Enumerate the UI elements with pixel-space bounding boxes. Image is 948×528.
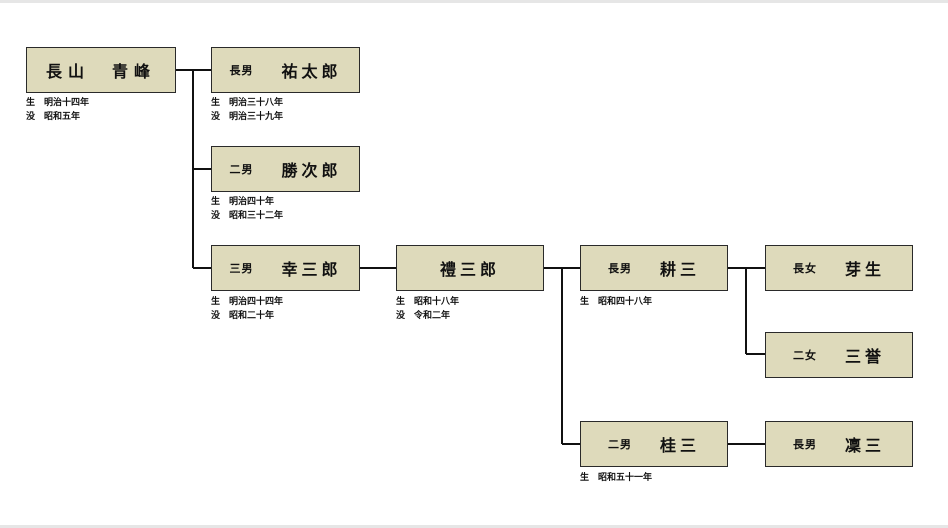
person-box: 二男 桂三 — [580, 421, 728, 467]
person-dates: 生昭和十八年 没令和二年 — [396, 297, 460, 321]
person-name: 耕三 — [659, 260, 700, 279]
relation-label: 長男 — [607, 262, 632, 275]
person-box: 長男 耕三 — [580, 245, 728, 291]
top-border — [0, 0, 948, 3]
relation-label: 長男 — [792, 438, 817, 451]
person-name: 勝次郎 — [281, 161, 342, 180]
person-dates: 生明治三十八年 没明治三十九年 — [211, 98, 284, 122]
person-dates: 生昭和五十一年 — [580, 473, 653, 483]
person-dates: 生明治十四年 没昭和五年 — [26, 98, 90, 122]
person-name: 幸三郎 — [281, 260, 342, 279]
person-dates: 生明治四十四年 没昭和二十年 — [211, 297, 284, 321]
relation-label: 長女 — [792, 262, 817, 275]
person-box: 禮三郎 — [396, 245, 544, 291]
person-name: 禮三郎 — [439, 260, 500, 279]
relation-label: 二女 — [792, 349, 817, 362]
person-name: 芽生 — [844, 260, 885, 279]
person-box: 長男 凜三 — [765, 421, 913, 467]
person-box: 長女 芽生 — [765, 245, 913, 291]
person-box: 三男 幸三郎 — [211, 245, 360, 291]
person-name: 桂三 — [659, 436, 700, 455]
person-dates: 生昭和四十八年 — [580, 297, 653, 307]
person-box: 長男 祐太郎 — [211, 47, 360, 93]
person-name: 三誉 — [844, 347, 885, 366]
person-name: 凜三 — [844, 436, 885, 455]
person-name: 長山 青峰 — [45, 62, 156, 81]
bottom-border — [0, 525, 948, 528]
relation-label: 二男 — [229, 163, 254, 176]
relation-label: 三男 — [229, 262, 254, 275]
relation-label: 二男 — [607, 438, 632, 451]
person-name: 祐太郎 — [281, 62, 342, 81]
person-box: 二女 三誉 — [765, 332, 913, 378]
relation-label: 長男 — [229, 64, 254, 77]
person-box-root: 長山 青峰 — [26, 47, 176, 93]
person-dates: 生明治四十年 没昭和三十二年 — [211, 197, 284, 221]
person-box: 二男 勝次郎 — [211, 146, 360, 192]
